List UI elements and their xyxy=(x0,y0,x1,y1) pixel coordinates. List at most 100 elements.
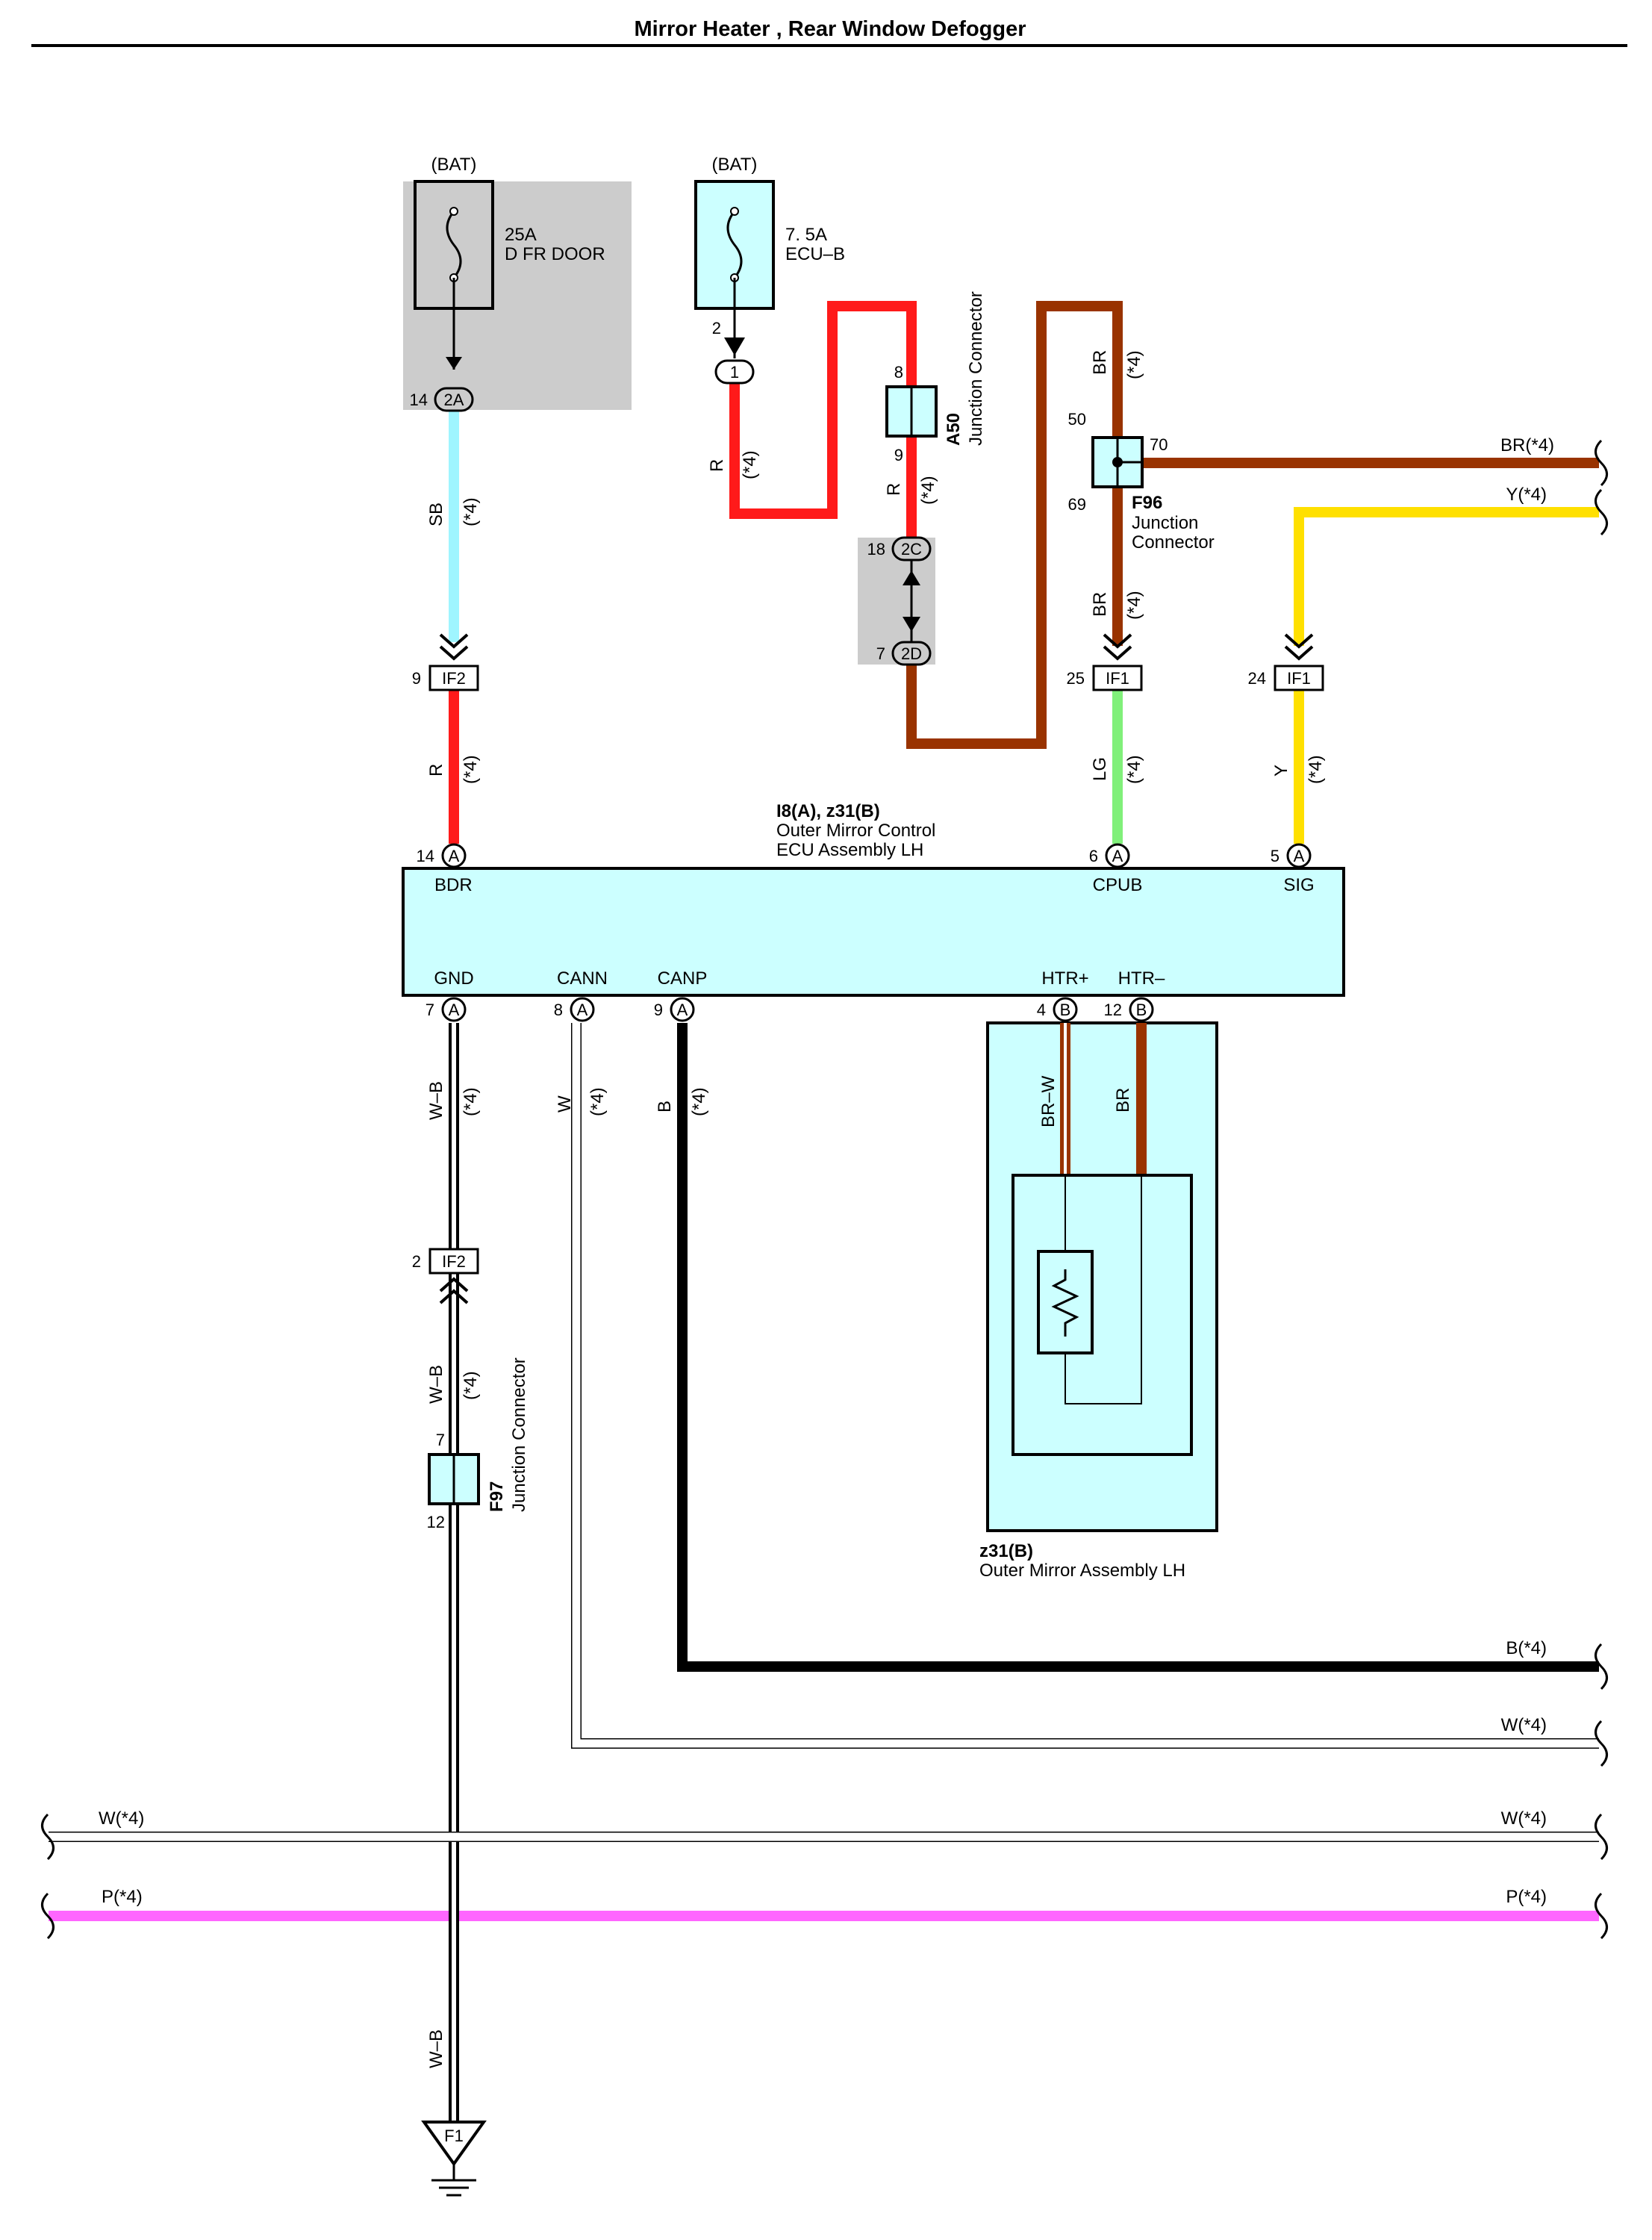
chevron-down-icon xyxy=(1103,633,1132,661)
svg-text:9: 9 xyxy=(894,446,903,464)
svg-text:W–B: W–B xyxy=(426,1081,446,1120)
svg-text:A: A xyxy=(449,847,460,865)
ecu-pin-htrm xyxy=(1129,997,1154,1022)
svg-text:R: R xyxy=(707,459,727,472)
svg-text:IF1: IF1 xyxy=(1287,669,1311,688)
diagram-title: Mirror Heater , Rear Window Defogger xyxy=(634,17,1026,41)
svg-text:(*4): (*4) xyxy=(461,1371,481,1400)
svg-text:(*4): (*4) xyxy=(587,1087,608,1116)
connector-1 xyxy=(714,359,755,385)
svg-text:14: 14 xyxy=(417,847,434,865)
wire-y-top xyxy=(1294,507,1599,646)
svg-text:(*4): (*4) xyxy=(461,1087,481,1116)
svg-text:W(*4): W(*4) xyxy=(1501,1808,1547,1829)
mirror-name: Outer Mirror Assembly LH xyxy=(979,1561,1185,1581)
wire-labels: SB (*4) R (*4) R (*4) R (*4) BR (*4) BR … xyxy=(426,350,1326,2068)
wire-r-ecub xyxy=(729,301,917,519)
svg-text:7: 7 xyxy=(876,644,885,663)
svg-text:9: 9 xyxy=(654,1001,663,1019)
ecu-code: I8(A), z31(B) xyxy=(776,801,880,821)
svg-text:24: 24 xyxy=(1248,669,1266,688)
svg-text:A: A xyxy=(677,1001,688,1019)
svg-text:8: 8 xyxy=(554,1001,563,1019)
ecu-pin-cpub-name: CPUB xyxy=(1093,875,1143,895)
svg-text:(*4): (*4) xyxy=(461,755,481,784)
ecu-pin-sig xyxy=(1286,843,1312,868)
svg-text:(*4): (*4) xyxy=(461,497,481,526)
ecu-pin-sig-name: SIG xyxy=(1283,875,1314,895)
svg-text:W(*4): W(*4) xyxy=(99,1808,144,1829)
svg-text:W: W xyxy=(555,1095,575,1113)
svg-text:2: 2 xyxy=(412,1252,421,1271)
junction-f96-name-1: Junction xyxy=(1132,513,1198,533)
svg-text:W(*4): W(*4) xyxy=(1501,1715,1547,1735)
heater-element-icon xyxy=(1037,1250,1094,1354)
ecu-pin-cann xyxy=(570,997,595,1022)
svg-text:A: A xyxy=(577,1001,588,1019)
ecu-box xyxy=(402,867,1345,997)
svg-text:(*4): (*4) xyxy=(1306,755,1326,784)
svg-text:B(*4): B(*4) xyxy=(1506,1638,1547,1658)
svg-text:W–B: W–B xyxy=(426,1365,446,1404)
ecu-pin-cpub xyxy=(1105,843,1130,868)
svg-text:25: 25 xyxy=(1067,669,1085,688)
fuse-ecub-icon xyxy=(726,211,743,279)
wire-b-canp xyxy=(677,1023,1599,1672)
ecu-pin-gnd-name: GND xyxy=(434,968,473,989)
junction-f97-name: Junction Connector xyxy=(509,1357,529,1512)
fuse-dfr-source: (BAT) xyxy=(431,155,477,175)
svg-text:50: 50 xyxy=(1068,410,1086,429)
fuse-dfr-name: D FR DOOR xyxy=(505,244,605,264)
svg-text:4: 4 xyxy=(1037,1001,1046,1019)
svg-text:R: R xyxy=(884,483,904,496)
svg-text:BR: BR xyxy=(1113,1088,1133,1113)
continuation-labels: BR(*4) Y(*4) B(*4) W(*4) W(*4) W(*4) P(*… xyxy=(99,435,1554,1907)
svg-text:LG: LG xyxy=(1090,757,1110,781)
resistor-icon xyxy=(1051,1269,1079,1337)
junction-f96-code: F96 xyxy=(1132,493,1162,513)
svg-text:B: B xyxy=(655,1101,675,1113)
fuse-dfr-rating: 25A xyxy=(505,225,537,245)
svg-text:8: 8 xyxy=(894,363,903,382)
svg-text:(*4): (*4) xyxy=(1124,591,1144,620)
svg-text:(*4): (*4) xyxy=(918,476,938,505)
svg-text:(*4): (*4) xyxy=(740,450,760,479)
svg-text:2C: 2C xyxy=(901,540,922,559)
svg-text:5: 5 xyxy=(1271,847,1279,865)
svg-text:A: A xyxy=(1294,847,1305,865)
chevron-down-icon xyxy=(1284,633,1314,661)
svg-text:12: 12 xyxy=(1104,1001,1122,1019)
fuse-ecub-source: (BAT) xyxy=(712,155,758,175)
fuse-ecub-rating: 7. 5A xyxy=(785,225,827,245)
svg-text:(*4): (*4) xyxy=(1124,350,1144,379)
svg-text:P(*4): P(*4) xyxy=(1506,1887,1547,1907)
connector-if2-bottom xyxy=(428,1248,479,1275)
ecu-pin-bdr-name: BDR xyxy=(434,875,473,895)
ecu-pin-bdr xyxy=(441,843,467,868)
svg-text:12: 12 xyxy=(427,1513,445,1531)
svg-text:W–B: W–B xyxy=(426,2029,446,2068)
svg-text:(*4): (*4) xyxy=(689,1087,709,1116)
svg-text:7: 7 xyxy=(436,1431,445,1449)
arrow-down-icon xyxy=(446,357,462,370)
ecu-pin-cann-name: CANN xyxy=(557,968,608,989)
svg-text:9: 9 xyxy=(412,669,421,688)
ecu-pin-canp xyxy=(670,997,695,1022)
ecu-pin-canp-name: CANP xyxy=(658,968,708,989)
arrow-down-icon xyxy=(903,617,920,632)
svg-text:Y(*4): Y(*4) xyxy=(1506,485,1547,505)
mirror-assembly-box xyxy=(986,1021,1218,1532)
arrow-down-icon xyxy=(724,337,745,355)
svg-text:70: 70 xyxy=(1150,435,1168,454)
connector-if1-sig xyxy=(1274,665,1324,691)
ecu-pin-gnd xyxy=(441,997,467,1022)
svg-text:IF2: IF2 xyxy=(442,1252,466,1271)
svg-text:2A: 2A xyxy=(444,391,464,409)
svg-text:IF1: IF1 xyxy=(1106,669,1129,688)
svg-text:14: 14 xyxy=(410,391,428,409)
connector-if2-top xyxy=(428,665,479,691)
connector-if1-cpub xyxy=(1092,665,1143,691)
wire-br-loop xyxy=(906,301,1123,749)
svg-text:BR–W: BR–W xyxy=(1038,1075,1059,1127)
